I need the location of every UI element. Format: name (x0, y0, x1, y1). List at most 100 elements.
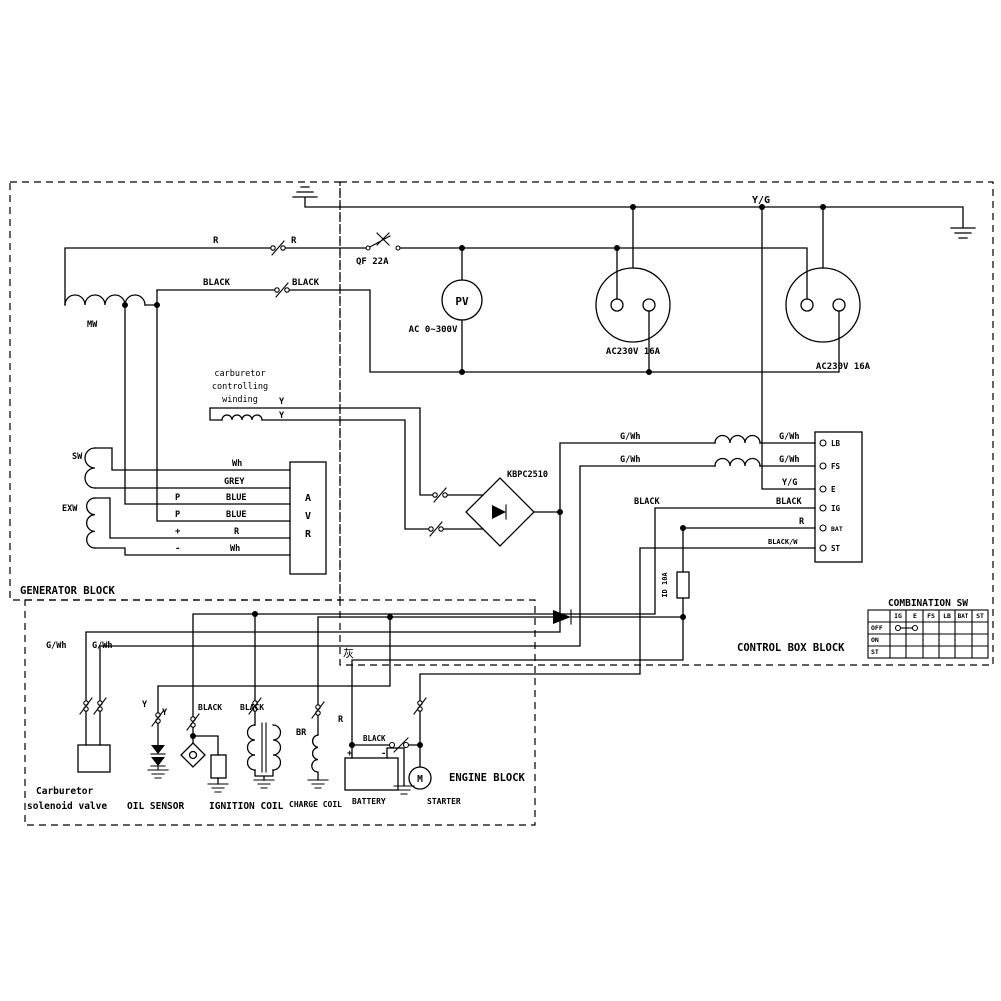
control-box-block-title: CONTROL BOX BLOCK (737, 642, 845, 654)
net-fs-gwh (99, 457, 816, 746)
oil-sensor-body (207, 754, 229, 793)
br-wire-label: BR (296, 728, 307, 738)
y-wire-label: Y (142, 700, 148, 710)
r-wire-label: R (799, 517, 805, 527)
battery-minus-label: - (381, 749, 386, 759)
pin-label-lb: LB (831, 439, 841, 448)
hot-wire-r (64, 232, 808, 306)
fuse-icon (676, 571, 690, 599)
oil-sensor-diodes (147, 745, 169, 779)
row-off: OFF (871, 624, 883, 632)
excitation-winding-exw (86, 497, 291, 556)
row-on: ON (871, 636, 879, 644)
main-winding-mw (64, 289, 291, 522)
junction-dots (122, 204, 826, 748)
wh-wire-label: Wh (232, 459, 242, 469)
minus-label: - (175, 544, 180, 554)
ground-icon (393, 785, 415, 795)
blackw-wire-label: BLACK/W (768, 538, 798, 546)
col-e: E (913, 612, 917, 620)
neutral-wire-black (156, 282, 840, 373)
carb-winding-label-3: winding (222, 395, 258, 405)
carburetor-solenoid-valve (77, 744, 111, 773)
wh-wire-label: Wh (230, 544, 240, 554)
blue-wire-label: BLUE (226, 510, 246, 520)
breaker-qf-icon (365, 232, 401, 251)
r-wire-label: R (338, 715, 344, 725)
solenoid-valve-label-2: solenoid valve (27, 801, 107, 812)
grey-wire-label: GREY (224, 477, 245, 487)
rectifier-label: KBPC2510 (507, 470, 548, 480)
avr-box: A V R (289, 461, 327, 575)
col-lb: LB (943, 612, 951, 620)
solenoid-valve-label-1: Carburetor (36, 786, 93, 797)
net-e-yg (761, 206, 816, 490)
col-ig: IG (894, 612, 902, 620)
net-charge-diode (157, 609, 684, 746)
charge-coil (307, 734, 329, 789)
socket-2 (785, 267, 861, 343)
starter-switch-icon (388, 737, 410, 753)
col-st: ST (976, 612, 984, 620)
voltmeter-label: PV (455, 295, 469, 308)
col-fs: FS (927, 612, 935, 620)
breaker-label: QF 22A (356, 257, 389, 267)
yg-wire-label: Y/G (782, 478, 797, 488)
carb-winding-label-2: controlling (212, 382, 268, 392)
gwh-wire-label: G/Wh (92, 641, 112, 651)
battery (344, 757, 415, 795)
engine-block-border (24, 599, 536, 826)
combination-sw-title: COMBINATION SW (888, 598, 968, 609)
black-wire-label: BLACK (198, 703, 222, 712)
socket2-label: AC230V 16A (816, 362, 871, 372)
socket1-label: AC230V 16A (606, 347, 661, 357)
black-wire-label: BLACK (203, 278, 231, 288)
y-wire-label: Y (162, 708, 168, 718)
oil-sensor-label: OIL SENSOR (127, 801, 184, 812)
connector-plug-icon (270, 240, 286, 256)
pin-connector-block: LB FS E IG BAT ST (814, 431, 863, 563)
sub-winding-sw (84, 447, 291, 489)
exw-label: EXW (62, 504, 78, 514)
avr-letter: V (305, 511, 311, 522)
black-wire-label: BLACK (634, 497, 660, 507)
generator-block-title: GENERATOR BLOCK (20, 585, 116, 597)
r-wire-label: R (213, 236, 219, 246)
avr-letter: A (305, 493, 311, 504)
net-lb-gwh (85, 434, 816, 746)
ground-bus-wire (292, 186, 976, 269)
starter-label: STARTER (427, 797, 461, 806)
carb-winding-label-1: carburetor (214, 369, 265, 379)
pin-label-ig: IG (831, 504, 841, 513)
pin-label-st: ST (831, 544, 841, 553)
off-row-connection (894, 624, 919, 632)
gwh-wire-label: G/Wh (779, 432, 799, 442)
voltmeter-range: AC 0~300V (409, 325, 458, 335)
gwh-wire-label: G/Wh (779, 455, 799, 465)
battery-label: BATTERY (352, 797, 386, 806)
starter-motor-letter: M (417, 774, 423, 785)
p-label: P (175, 493, 180, 503)
sw-label: SW (72, 452, 83, 462)
r-wire-label: R (234, 527, 240, 537)
y-wire-label: Y (279, 411, 285, 421)
labels: Y/G R R QF 22A BLACK BLACK AC 0~300V AC2… (20, 195, 871, 812)
avr-letter: R (305, 529, 312, 540)
blue-wire-label: BLUE (226, 493, 246, 503)
black-wire-label: BLACK (776, 497, 802, 507)
bridge-rectifier (465, 477, 561, 547)
yg-wire-label: Y/G (752, 195, 770, 206)
ground-icon (307, 779, 329, 789)
carburetor-controlling-winding (209, 407, 484, 537)
ground-icon (147, 769, 169, 779)
pin-label-fs: FS (831, 462, 841, 471)
diode-icon (553, 610, 571, 624)
plus-label: + (175, 527, 181, 537)
charge-coil-label: CHARGE COIL (289, 800, 342, 809)
row-st: ST (871, 648, 879, 656)
ground-icon (207, 783, 229, 793)
connector-plug-icon (274, 282, 290, 298)
combination-switch-table: COMBINATION SW IG E FS LB BAT ST OFF ON … (867, 598, 989, 659)
